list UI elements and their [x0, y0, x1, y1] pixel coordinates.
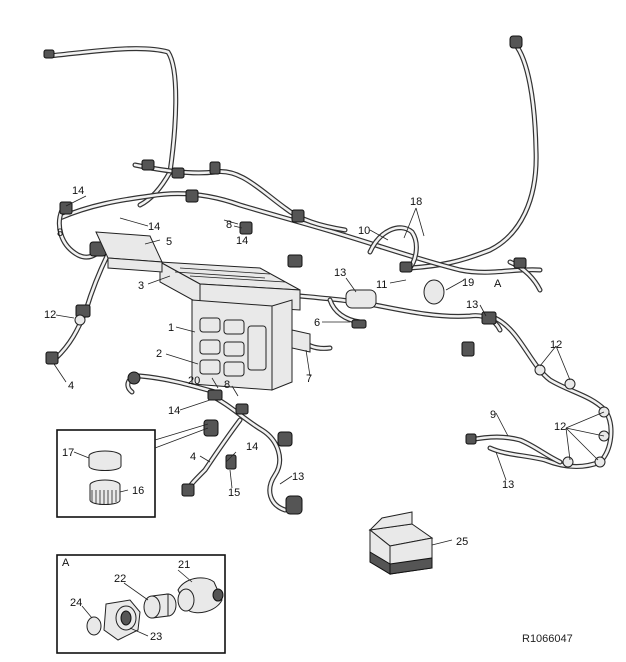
callout-14-top-left: 14	[72, 185, 84, 197]
callout-1: 1	[168, 322, 174, 334]
inset-a-detail	[56, 554, 226, 654]
callout-8-lower: 8	[224, 379, 230, 391]
callout-2: 2	[156, 348, 162, 360]
inset-a-label: A	[62, 557, 70, 569]
callout-20: 20	[188, 375, 200, 387]
callout-10: 10	[358, 225, 370, 237]
callout-8-left: 8	[57, 227, 63, 239]
callout-13-top: 13	[334, 267, 346, 279]
callout-15: 15	[228, 487, 240, 499]
callout-8-mid: 8	[226, 219, 232, 231]
callout-3: 3	[138, 280, 144, 292]
callout-24: 24	[70, 597, 82, 609]
callout-13-right: 13	[466, 299, 478, 311]
callout-4-lower: 4	[190, 451, 196, 463]
figure-reference-code: R1066047	[522, 633, 573, 645]
leader-lines	[53, 195, 605, 489]
callout-14-mid: 14	[236, 235, 248, 247]
callout-12-left: 12	[44, 309, 56, 321]
callout-4-left: 4	[68, 380, 74, 392]
callout-17: 17	[62, 447, 74, 459]
callout-13-bottom-right: 13	[502, 479, 514, 491]
callout-25: 25	[456, 536, 468, 548]
callout-12-right-top: 12	[550, 339, 562, 351]
wiring-harness	[45, 41, 614, 513]
callout-13-lower: 13	[292, 471, 304, 483]
callout-12-right-bottom: 12	[554, 421, 566, 433]
callout-7: 7	[306, 373, 312, 385]
callout-23: 23	[150, 631, 162, 643]
inset-fuse-detail	[56, 423, 209, 518]
callout-19: 19	[462, 277, 474, 289]
harness-connectors	[43, 35, 610, 515]
callout-9: 9	[490, 409, 496, 421]
callout-5: 5	[166, 236, 172, 248]
callout-14-top-mid: 14	[148, 221, 160, 233]
callout-14-lower-left: 14	[168, 405, 180, 417]
callout-21: 21	[178, 559, 190, 571]
callout-a: A	[494, 278, 502, 290]
callout-16: 16	[132, 485, 144, 497]
callout-11: 11	[376, 279, 387, 291]
part-25-box	[368, 511, 453, 575]
callout-22: 22	[114, 573, 126, 585]
junction-module	[95, 231, 311, 391]
callout-6: 6	[314, 317, 320, 329]
callout-14-lower-mid: 14	[246, 441, 258, 453]
callout-18: 18	[410, 196, 422, 208]
callout-labels: 1 2 3 4 4 5 6 7 8 8 8 9 10 11 12 12 12 1…	[44, 185, 566, 643]
